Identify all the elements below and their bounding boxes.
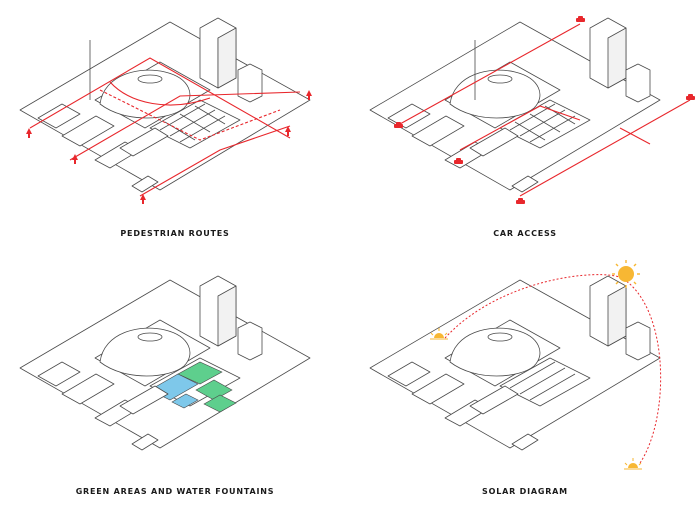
car-icon <box>516 198 525 204</box>
up-arrow-icon <box>72 154 78 164</box>
sunset-icon <box>624 458 642 470</box>
site-model <box>369 275 661 451</box>
site-model <box>19 17 311 193</box>
panel-green-areas: GREEN AREAS AND WATER FOUNTAINS <box>0 258 350 515</box>
small-tower <box>237 63 263 103</box>
dome-oculus <box>137 332 163 342</box>
green-area <box>203 394 237 413</box>
car-icon <box>454 158 463 164</box>
car-route-lines <box>399 23 691 197</box>
caption-solar-diagram: SOLAR DIAGRAM <box>482 487 568 496</box>
panel-car-access: CAR ACCESS <box>350 0 700 257</box>
dome <box>449 69 541 119</box>
small-tower <box>625 63 651 103</box>
small-tower <box>625 321 651 361</box>
car-access-diagram <box>369 16 695 204</box>
dome <box>99 69 191 119</box>
pedestrian-entry-markers <box>26 90 312 204</box>
sun-icon <box>612 260 640 288</box>
dome-oculus <box>137 74 163 84</box>
pedestrian-routes-diagram <box>19 17 312 204</box>
sunrise-icon <box>430 328 448 340</box>
dome <box>99 327 191 377</box>
green-area <box>177 361 223 385</box>
caption-car-access: CAR ACCESS <box>493 229 557 238</box>
site-model <box>19 275 311 451</box>
water-fountain-area <box>171 393 199 409</box>
solar-diagram <box>369 260 662 470</box>
green-areas-diagram <box>19 275 311 451</box>
caption-pedestrian-routes: PEDESTRIAN ROUTES <box>120 229 230 238</box>
up-arrow-icon <box>26 128 32 138</box>
small-tower <box>237 321 263 361</box>
car-icon <box>576 16 585 22</box>
up-arrow-icon <box>285 126 291 136</box>
car-icon <box>394 122 403 128</box>
green-area <box>195 379 233 401</box>
caption-green-areas: GREEN AREAS AND WATER FOUNTAINS <box>75 487 275 496</box>
pedestrian-route-lines <box>29 57 301 197</box>
car-icon <box>686 94 695 100</box>
building-cluster <box>499 357 591 407</box>
up-arrow-icon <box>306 90 312 100</box>
dome <box>449 327 541 377</box>
building-cluster <box>149 99 241 149</box>
dome-oculus <box>487 74 513 84</box>
site-model <box>369 17 661 193</box>
panel-solar-diagram: SOLAR DIAGRAM <box>350 258 700 515</box>
car-entry-markers <box>394 16 695 204</box>
dome-oculus <box>487 332 513 342</box>
up-arrow-icon <box>140 194 146 204</box>
panel-pedestrian-routes: PEDESTRIAN ROUTES <box>0 0 350 257</box>
